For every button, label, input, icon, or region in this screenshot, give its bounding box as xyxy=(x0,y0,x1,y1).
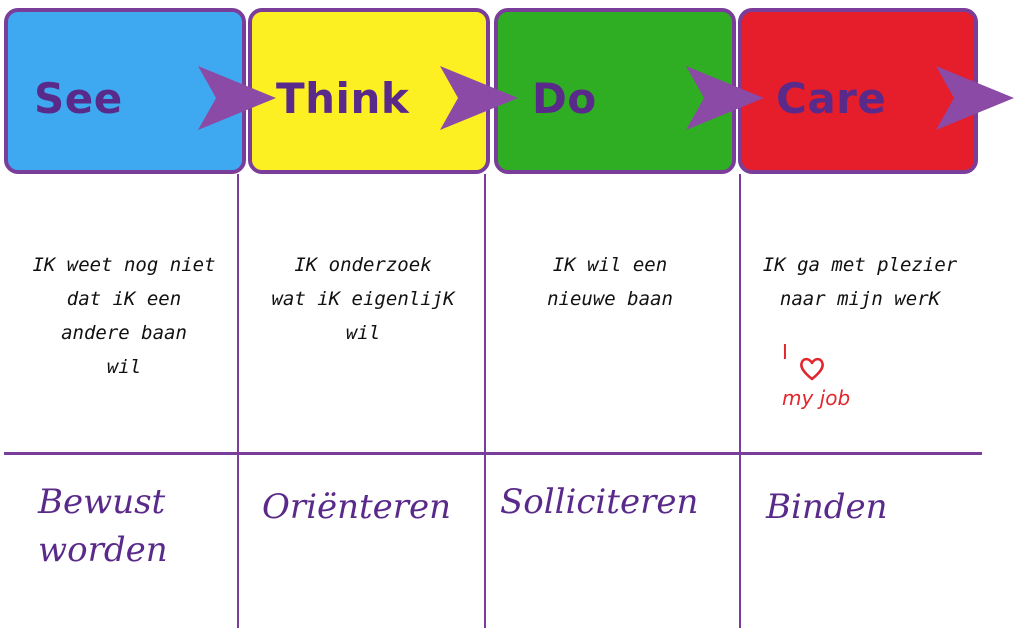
stage-title-care: Care xyxy=(776,74,887,123)
heart-icon xyxy=(800,357,824,381)
description-line: andere baan xyxy=(61,322,187,344)
arrow-right-icon xyxy=(198,66,276,130)
column-divider xyxy=(237,174,239,628)
stage-box-see xyxy=(4,8,246,174)
stage-box-think xyxy=(248,8,490,174)
stage-title-do: Do xyxy=(532,74,597,123)
description-line: wil xyxy=(345,322,381,344)
stage-title-see: See xyxy=(34,74,123,123)
phase-label-see: Bewust worden xyxy=(38,482,168,570)
column-divider xyxy=(484,174,486,628)
row-divider xyxy=(4,452,982,455)
description-line: nieuwe baan xyxy=(547,288,673,310)
description-line: dat iK een xyxy=(66,288,182,310)
stage-description-do: IK wil een nieuwe baan xyxy=(492,248,728,316)
description-line: IK weet nog niet xyxy=(32,254,216,276)
stage-description-see: IK weet nog niet dat iK een andere baan … xyxy=(16,248,232,384)
phase-label-think: Oriënteren xyxy=(262,487,452,527)
heart-note-text: my job xyxy=(782,386,851,410)
arrow-right-icon xyxy=(936,66,1014,130)
arrow-right-icon xyxy=(440,66,518,130)
stage-description-think: IK onderzoek wat iK eigenlijK wil xyxy=(246,248,480,350)
phase-label-care: Binden xyxy=(766,487,888,527)
stage-description-care: IK ga met plezier naar mijn werK xyxy=(744,248,976,316)
description-line: IK wil een xyxy=(552,254,668,276)
arrow-right-icon xyxy=(686,66,764,130)
column-divider xyxy=(739,174,741,628)
description-line: IK onderzoek xyxy=(294,254,432,276)
description-line: IK ga met plezier xyxy=(762,254,958,276)
stage-title-think: Think xyxy=(276,74,410,123)
description-line: naar mijn werK xyxy=(779,288,941,310)
description-line: wat iK eigenlijK xyxy=(271,288,455,310)
description-line: wil xyxy=(106,356,142,378)
heart-note-prefix: I xyxy=(782,340,788,364)
phase-label-do: Solliciteren xyxy=(500,482,699,522)
